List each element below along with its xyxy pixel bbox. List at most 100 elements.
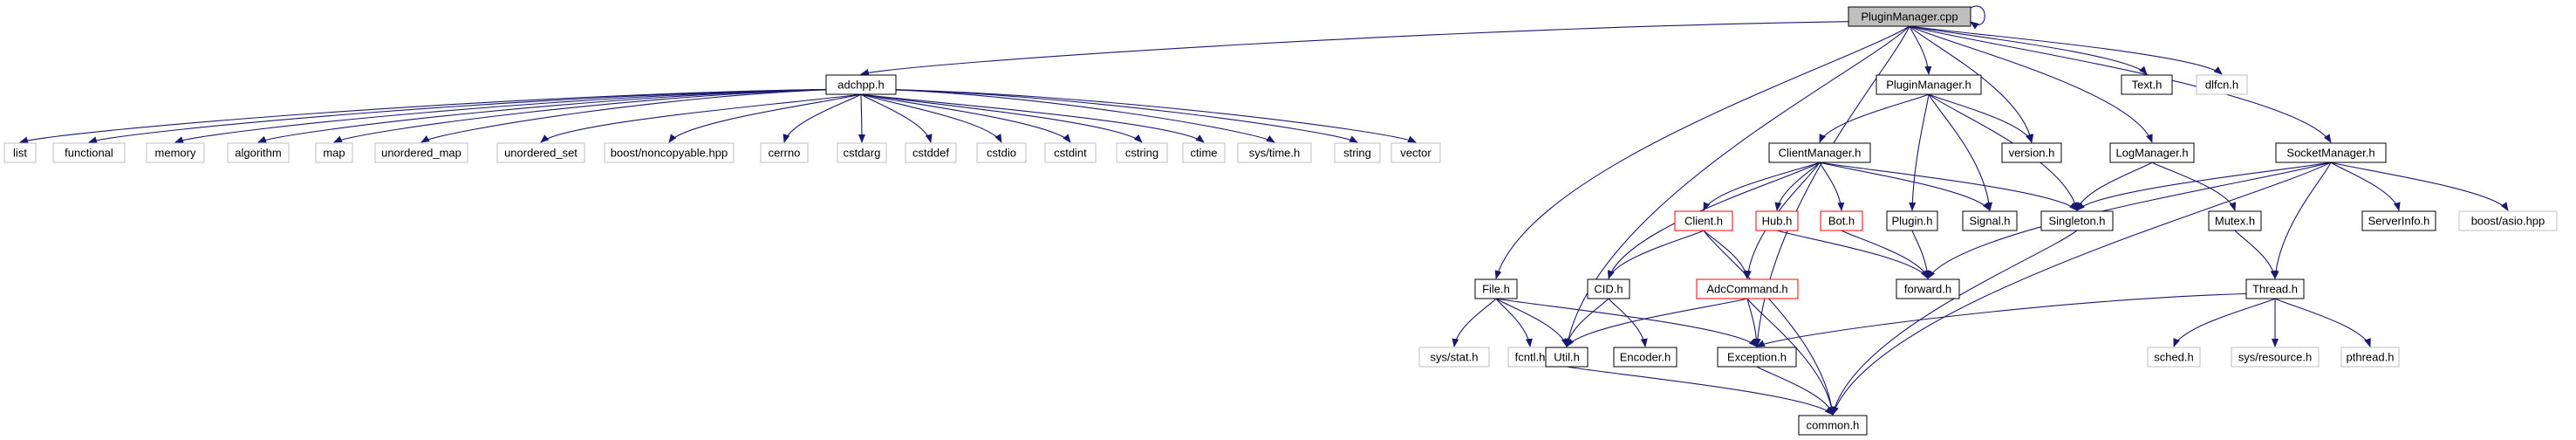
node-common-h[interactable]: common.h bbox=[1798, 415, 1868, 436]
edge-Thread_h-to-Exception_h bbox=[1756, 292, 2267, 347]
edge-adchpp_h-to-cstdio bbox=[860, 93, 1002, 143]
node-label: CID.h bbox=[1594, 283, 1623, 296]
edge-AdcCommand_h-to-Util_h bbox=[1566, 298, 1748, 347]
node-cstdarg: cstdarg bbox=[837, 142, 887, 163]
node-box bbox=[315, 142, 353, 163]
node-label: boost/asio.hpp bbox=[2471, 215, 2545, 228]
node-unordered-map: unordered_map bbox=[374, 142, 468, 163]
node-Bot-h[interactable]: Bot.h bbox=[1820, 210, 1863, 231]
node-label: map bbox=[323, 147, 345, 160]
node-ServerInfo-h[interactable]: ServerInfo.h bbox=[2361, 210, 2436, 231]
node-box bbox=[1418, 347, 1490, 368]
node-AdcCommand-h[interactable]: AdcCommand.h bbox=[1696, 278, 1799, 299]
node-Signal-h[interactable]: Signal.h bbox=[1962, 210, 2018, 231]
node-label: Client.h bbox=[1684, 215, 1723, 228]
edge-Client_h-to-common_h bbox=[1703, 230, 1835, 416]
node-adchpp-h[interactable]: adchpp.h bbox=[825, 74, 897, 95]
edge-PluginManager_h-to-ClientManager_h bbox=[1819, 93, 1930, 143]
node-box bbox=[146, 142, 205, 163]
node-Plugin-h[interactable]: Plugin.h bbox=[1886, 210, 1938, 231]
node-Mutex-h[interactable]: Mutex.h bbox=[2208, 210, 2262, 231]
node-box bbox=[2245, 278, 2305, 299]
node-box bbox=[1390, 142, 1441, 163]
node-label: fcntl.h bbox=[1515, 351, 1546, 364]
node-box bbox=[1896, 278, 1960, 299]
node-functional: functional bbox=[52, 142, 126, 163]
node-box bbox=[1717, 347, 1797, 368]
node-CID-h[interactable]: CID.h bbox=[1587, 278, 1630, 299]
node-ClientManager-h[interactable]: ClientManager.h bbox=[1768, 142, 1871, 163]
edge-Bot_h-to-forward_h bbox=[1841, 230, 1930, 279]
node-box bbox=[1116, 142, 1168, 163]
node-label: ClientManager.h bbox=[1779, 147, 1862, 160]
node-box bbox=[825, 74, 897, 95]
node-label: dlfcn.h bbox=[2205, 79, 2238, 92]
node-PluginManager-h[interactable]: PluginManager.h bbox=[1876, 74, 1982, 95]
edge-PluginManager_h-to-Singleton_h bbox=[1928, 93, 2079, 211]
node-label: Exception.h bbox=[1727, 351, 1787, 364]
node-cstring: cstring bbox=[1116, 142, 1168, 163]
node-box bbox=[374, 142, 468, 163]
edge-adchpp_h-to-list bbox=[19, 88, 853, 144]
node-label: LogManager.h bbox=[2115, 147, 2188, 160]
edge-adchpp_h-to-unordered_map bbox=[420, 88, 853, 143]
node-Client-h[interactable]: Client.h bbox=[1674, 210, 1733, 231]
node-boost-noncopyable: boost/noncopyable.hpp bbox=[604, 142, 735, 163]
node-box bbox=[2340, 347, 2400, 368]
node-Encoder-h[interactable]: Encoder.h bbox=[1613, 347, 1677, 368]
node-File-h[interactable]: File.h bbox=[1474, 278, 1518, 299]
node-PluginManager-cpp: PluginManager.cpp bbox=[1848, 6, 1971, 27]
node-box bbox=[1696, 278, 1799, 299]
edge-adchpp_h-to-cstddef bbox=[860, 93, 933, 143]
edge-SocketManager_h-to-Singleton_h bbox=[2076, 162, 2332, 211]
node-Singleton-h[interactable]: Singleton.h bbox=[2040, 210, 2114, 231]
node-box bbox=[1674, 210, 1733, 231]
node-box bbox=[2196, 74, 2248, 95]
edge-ClientManager_h-to-AdcCommand_h bbox=[1745, 162, 1821, 279]
edge-Singleton_h-to-common_h bbox=[1831, 230, 2078, 416]
node-label: SocketManager.h bbox=[2286, 147, 2374, 160]
edge-PluginManager_cpp-to-SocketManager_h bbox=[1909, 25, 2332, 143]
node-cstddef: cstddef bbox=[905, 142, 957, 163]
node-box bbox=[52, 142, 126, 163]
node-sys-resource-h: sys/resource.h bbox=[2231, 347, 2320, 368]
edge-AdcCommand_h-to-Exception_h bbox=[1746, 298, 1760, 347]
node-label: PluginManager.cpp bbox=[1861, 10, 1958, 24]
edge-File_h-to-fcntl_h bbox=[1495, 298, 1533, 347]
node-label: cstddef bbox=[912, 147, 949, 160]
node-label: forward.h bbox=[1904, 283, 1951, 296]
node-cerrno: cerrno bbox=[760, 142, 809, 163]
edge-PluginManager_cpp-to-dlfcn_h bbox=[1909, 25, 2223, 75]
node-forward-h[interactable]: forward.h bbox=[1896, 278, 1960, 299]
node-box bbox=[227, 142, 290, 163]
edge-ClientManager_h-to-Hub_h bbox=[1774, 162, 1821, 211]
node-Exception-h[interactable]: Exception.h bbox=[1717, 347, 1797, 368]
node-box bbox=[1768, 142, 1871, 163]
node-label: sched.h bbox=[2154, 351, 2194, 364]
node-box bbox=[1848, 6, 1971, 27]
edge-adchpp_h-to-string bbox=[869, 88, 1358, 143]
node-label: functional bbox=[65, 147, 113, 160]
node-box bbox=[1798, 415, 1868, 436]
node-Text-h[interactable]: Text.h bbox=[2121, 74, 2173, 95]
node-box bbox=[2109, 142, 2195, 163]
edge-SocketManager_h-to-forward_h bbox=[1927, 162, 2332, 279]
node-label: ServerInfo.h bbox=[2368, 215, 2430, 228]
node-label: cerrno bbox=[769, 147, 801, 160]
edge-PluginManager_cpp-to-adchpp_h bbox=[860, 20, 1902, 76]
node-Thread-h[interactable]: Thread.h bbox=[2245, 278, 2305, 299]
node-box bbox=[2458, 210, 2558, 231]
node-LogManager-h[interactable]: LogManager.h bbox=[2109, 142, 2195, 163]
node-label: sys/time.h bbox=[1249, 147, 1301, 160]
edge-adchpp_h-to-cstring bbox=[860, 93, 1143, 143]
edge-PluginManager_h-to-Signal_h bbox=[1928, 93, 1993, 211]
node-version-h[interactable]: version.h bbox=[2001, 142, 2062, 163]
node-Hub-h[interactable]: Hub.h bbox=[1755, 210, 1799, 231]
node-label: Mutex.h bbox=[2215, 215, 2255, 228]
edge-File_h-to-Exception_h bbox=[1495, 298, 1758, 347]
node-Util-h[interactable]: Util.h bbox=[1545, 347, 1589, 368]
node-sched-h: sched.h bbox=[2147, 347, 2201, 368]
edge-ClientManager_h-to-Signal_h bbox=[1819, 162, 1991, 211]
edge-AdcCommand_h-to-common_h bbox=[1746, 298, 1835, 416]
node-SocketManager-h[interactable]: SocketManager.h bbox=[2275, 142, 2387, 163]
